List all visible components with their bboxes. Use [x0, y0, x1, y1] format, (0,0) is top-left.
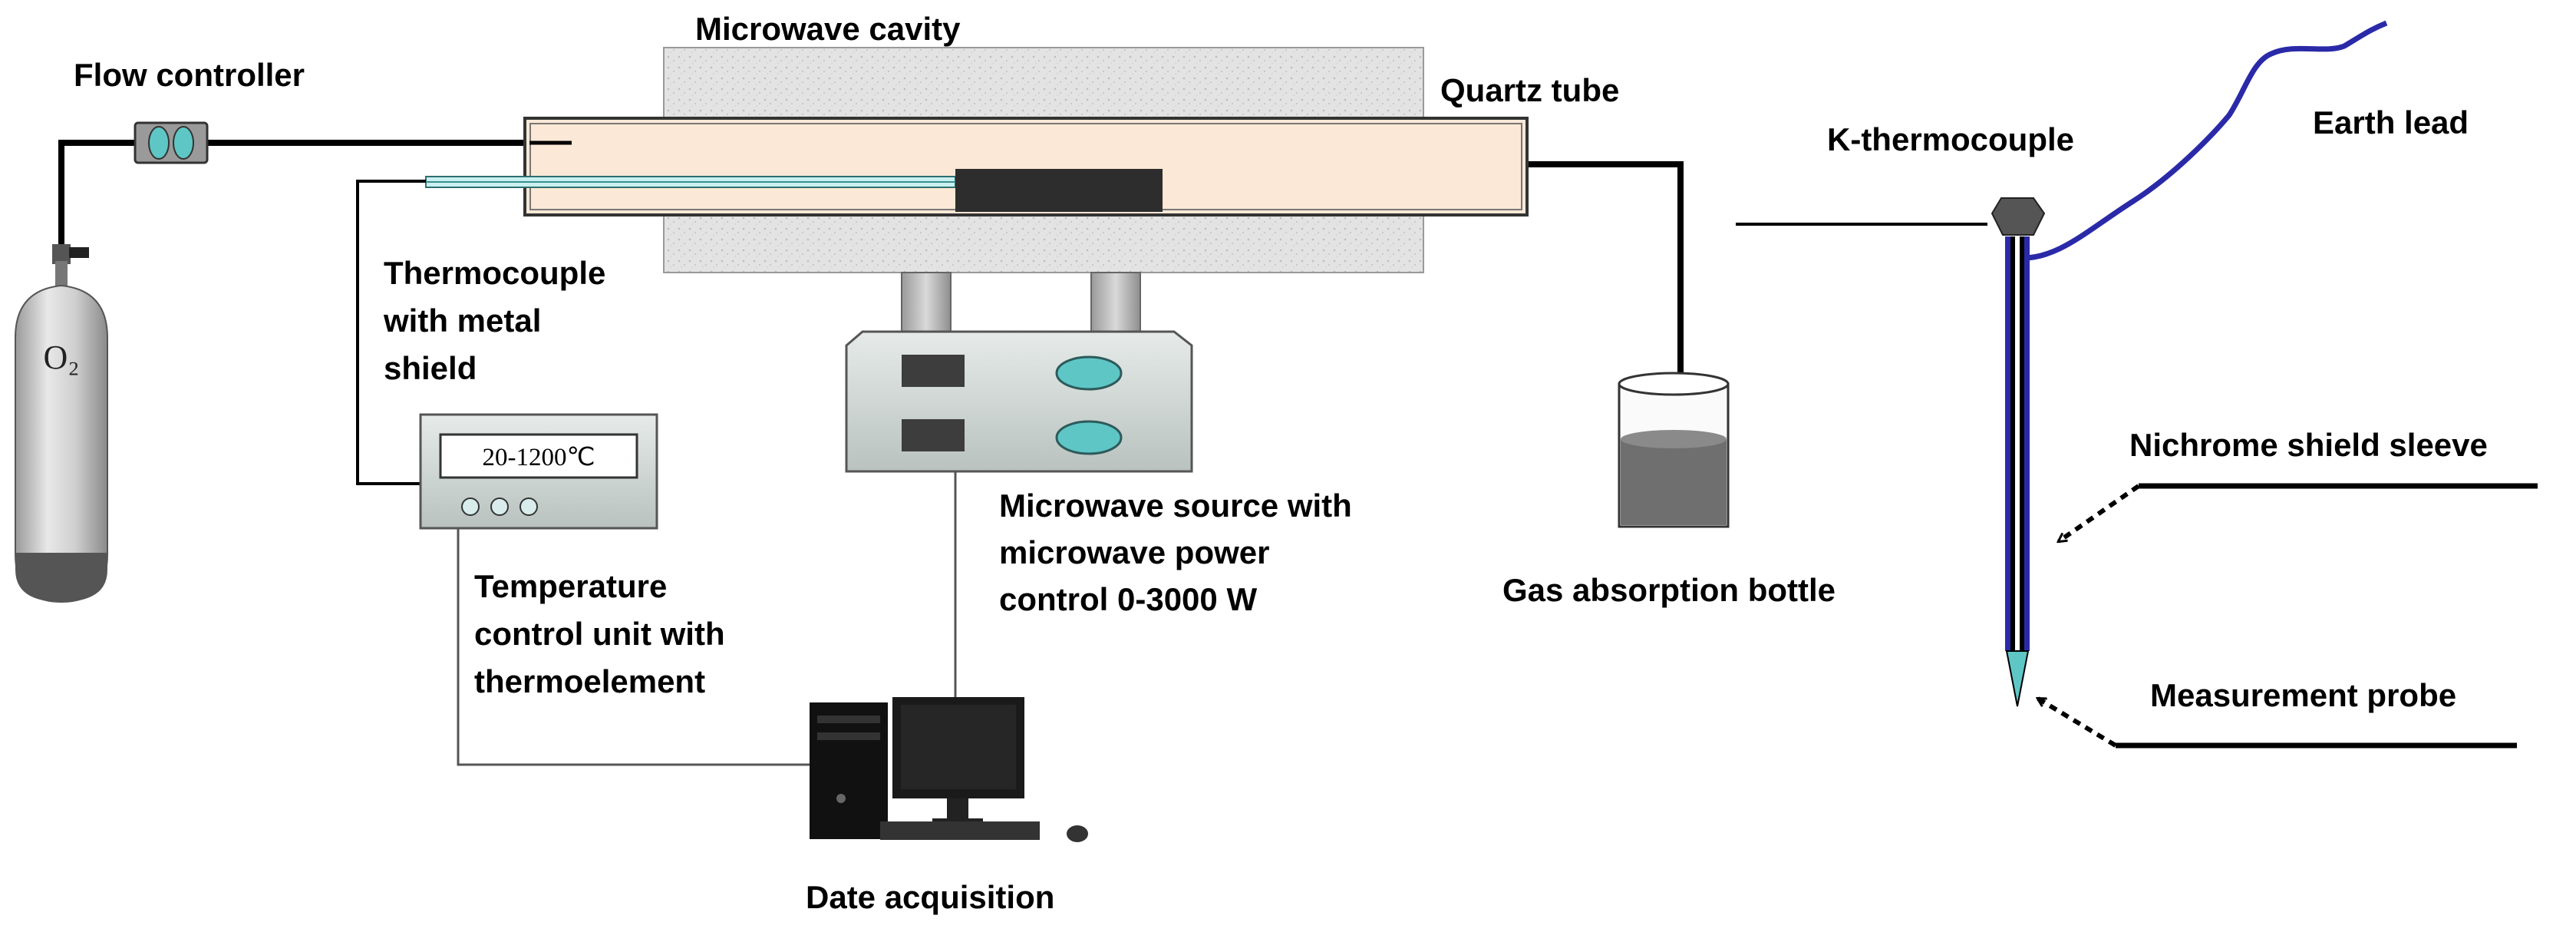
svg-text:microwave power: microwave power	[999, 534, 1269, 570]
label-nichrome-shield-sleeve: Nichrome shield sleeve	[2129, 427, 2488, 463]
flow-controller	[134, 121, 209, 164]
probe-head	[1991, 197, 2046, 236]
label-k-thermocouple: K-thermocouple	[1827, 121, 2074, 157]
microwave-knob	[1055, 420, 1123, 455]
label-earth-lead: Earth lead	[2313, 104, 2469, 140]
o2-label: O₂	[43, 339, 79, 376]
svg-text:shield: shield	[384, 350, 477, 386]
label-microwave-cavity: Microwave cavity	[695, 11, 961, 47]
gas-absorption-bottle	[1618, 372, 1730, 528]
pc-keyboard	[880, 821, 1040, 840]
controller-button	[519, 497, 538, 516]
microwave-display	[902, 419, 965, 451]
label-microwave-source: Microwave source with microwave power co…	[999, 488, 1352, 617]
absorption-liquid	[1621, 439, 1727, 525]
svg-text:control 0-3000 W: control 0-3000 W	[999, 581, 1257, 617]
computer	[810, 697, 1088, 842]
temperature-controller: 20-1200℃	[419, 413, 658, 530]
label-quartz-tube: Quartz tube	[1440, 72, 1619, 108]
pc-mouse	[1067, 825, 1088, 842]
data-lines	[457, 471, 957, 766]
svg-text:Temperature: Temperature	[474, 568, 667, 604]
temperature-display: 20-1200℃	[482, 444, 595, 471]
flow-controller-window	[148, 126, 170, 160]
shielded-thermocouple	[425, 176, 956, 188]
svg-text:with metal: with metal	[383, 302, 541, 339]
label-measurement-probe: Measurement probe	[2150, 677, 2456, 713]
controller-button	[461, 497, 480, 516]
label-temperature-control: Temperature control unit with thermoelem…	[474, 568, 725, 699]
callout-lines	[2116, 483, 2538, 749]
k-thermocouple-probe	[1991, 197, 2046, 707]
microwave-knob	[1055, 355, 1123, 391]
label-gas-absorption-bottle: Gas absorption bottle	[1502, 572, 1836, 608]
svg-text:thermoelement: thermoelement	[474, 663, 705, 699]
microwave-display	[902, 355, 965, 387]
label-thermocouple-shield: Thermocouple with metal shield	[383, 255, 605, 386]
probe-tip	[2005, 650, 2030, 707]
label-data-acquisition: Date acquisition	[806, 879, 1054, 915]
flow-controller-window	[173, 126, 194, 160]
thermocouple-wire	[356, 180, 426, 485]
sample-holder	[955, 169, 1163, 212]
o2-cylinder: O₂	[15, 244, 108, 603]
gas-lines	[58, 140, 1684, 388]
callout-arrows	[2038, 484, 2140, 748]
label-flow-controller: Flow controller	[74, 57, 305, 93]
earth-lead-wire	[2016, 20, 2388, 261]
svg-text:Microwave source with: Microwave source with	[999, 488, 1352, 524]
svg-text:control unit with: control unit with	[474, 616, 725, 652]
controller-button	[490, 497, 509, 516]
pc-tower	[810, 702, 888, 839]
microwave-source	[845, 330, 1193, 473]
svg-text:Thermocouple: Thermocouple	[384, 255, 605, 291]
